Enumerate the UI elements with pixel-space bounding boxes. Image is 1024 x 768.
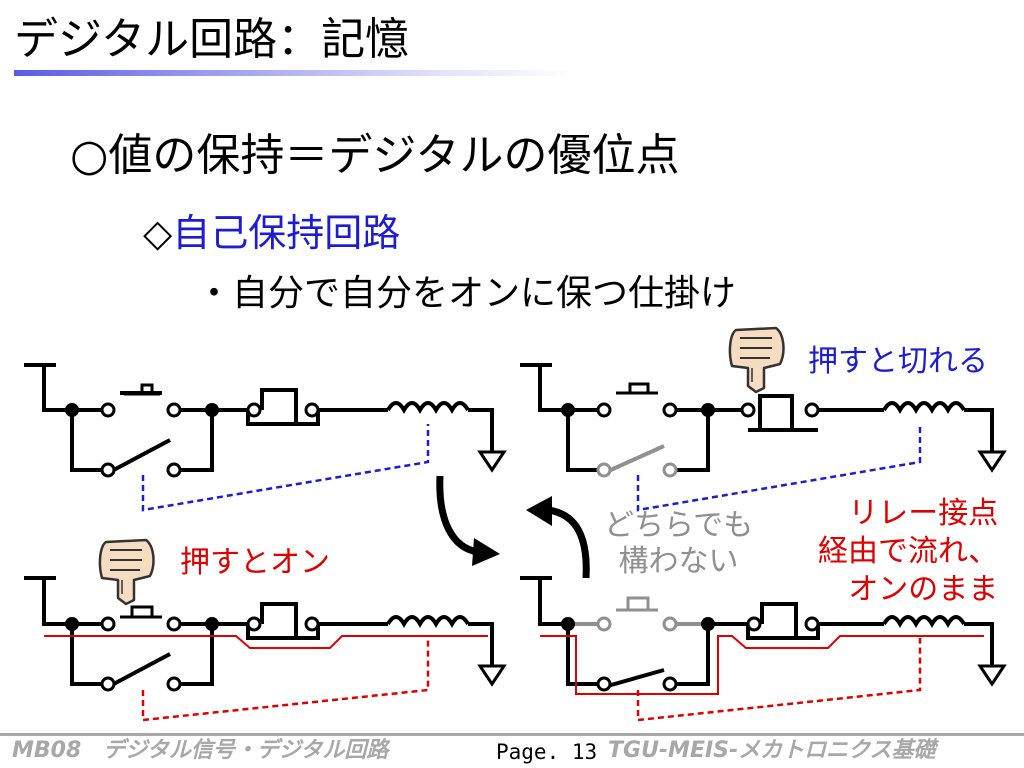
subheading-text: 自己保持回路: [172, 211, 401, 255]
footer-page-number: Page. 13: [496, 740, 598, 764]
diamond-bullet: ◇: [143, 211, 173, 255]
arrow-curved-up-left-icon: [526, 496, 590, 579]
label-press-to-on: 押すとオン: [180, 545, 330, 580]
label-either-way: どちらでも 構わない: [604, 508, 753, 580]
label-relay-line2: 経由で流れ、: [818, 534, 999, 569]
main-heading: ○値の保持＝デジタルの優位点: [70, 130, 680, 181]
title-underline: [14, 70, 574, 76]
circuit-bottom-right: [520, 576, 1007, 689]
relay-link-top-left: [141, 424, 430, 512]
current-path-bottom-right: [540, 635, 984, 695]
label-relay-line3: オンのまま: [848, 572, 999, 607]
arrow-curved-down-right-icon: [436, 475, 500, 566]
circuit-top-left: [24, 363, 507, 475]
footer-course-name: TGU-MEIS-メカトロニクス基礎: [608, 738, 936, 763]
footer-course-title: MB08 デジタル信号・デジタル回路: [12, 738, 389, 763]
current-path-bottom-left: [44, 635, 488, 649]
label-either-line1: どちらでも: [604, 508, 754, 543]
footer-divider: [0, 733, 1024, 736]
contacts-top-left: [65, 403, 219, 417]
subheading: ◇自己保持回路: [143, 208, 400, 258]
label-relay-contact: リレー接点 経由で流れ、 オンのまま: [818, 495, 998, 609]
label-relay-line1: リレー接点: [848, 496, 999, 531]
label-either-line2: 構わない: [618, 544, 739, 579]
circuit-bottom-left: [24, 576, 507, 689]
label-press-to-cut: 押すと切れる: [808, 344, 988, 379]
bullet-line: ・自分で自分をオンに保つ仕掛け: [196, 273, 737, 314]
slide-title: デジタル回路：記憶: [14, 14, 410, 65]
